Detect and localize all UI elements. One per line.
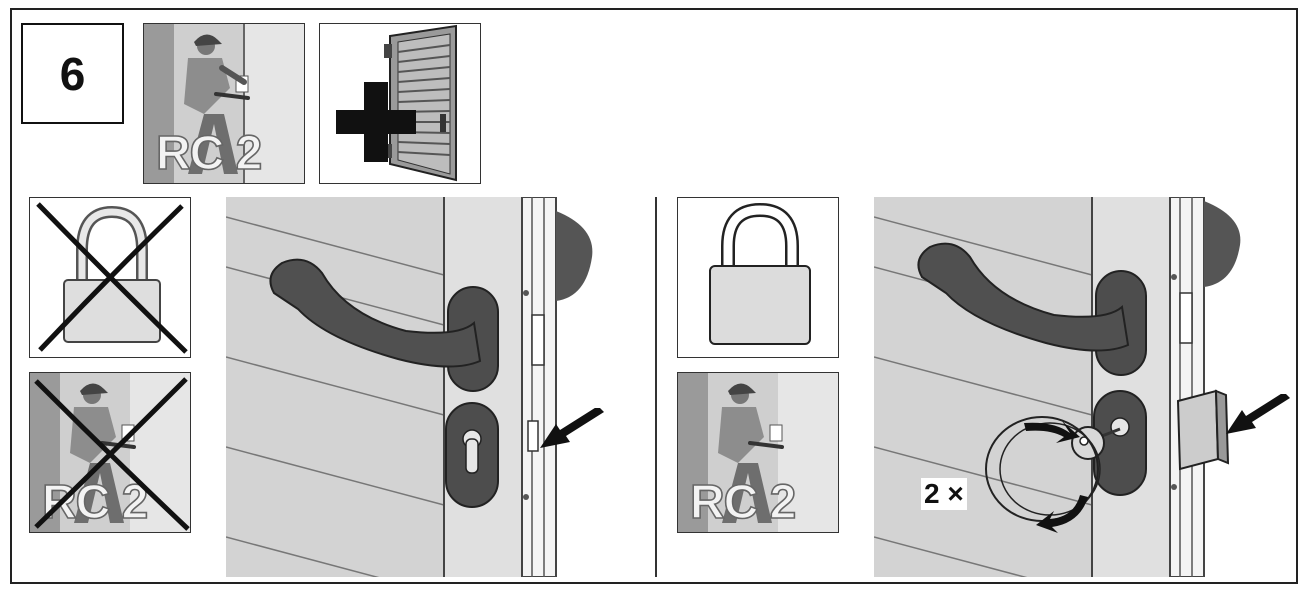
rc2-label: RC 2 bbox=[690, 475, 795, 530]
arrow-icon bbox=[538, 408, 608, 458]
crossed-padlock-badge bbox=[29, 197, 191, 358]
door-illustration-locked bbox=[874, 197, 1254, 577]
cross-out-icon bbox=[30, 198, 191, 358]
turn-count-label: 2 × bbox=[921, 478, 967, 510]
door-handle-icon bbox=[226, 197, 622, 577]
padlock-icon bbox=[678, 198, 839, 358]
step-number: 6 bbox=[21, 23, 124, 124]
crossed-rc2-badge: RC 2 bbox=[29, 372, 191, 533]
lock-cylinder-icon bbox=[463, 430, 481, 473]
door-illustration-unlocked bbox=[226, 197, 622, 577]
plus-shutter-badge bbox=[319, 23, 481, 184]
padlock-badge bbox=[677, 197, 839, 358]
plus-icon bbox=[336, 82, 416, 162]
rc2-burglar-badge: RC 2 bbox=[143, 23, 305, 184]
arrow-icon bbox=[1224, 394, 1294, 444]
door-handle-icon bbox=[874, 197, 1254, 577]
rc2-burglar-badge-right: RC 2 bbox=[677, 372, 839, 533]
section-divider bbox=[655, 197, 657, 577]
rc2-label: RC 2 bbox=[156, 126, 261, 181]
cross-out-icon bbox=[30, 373, 191, 533]
